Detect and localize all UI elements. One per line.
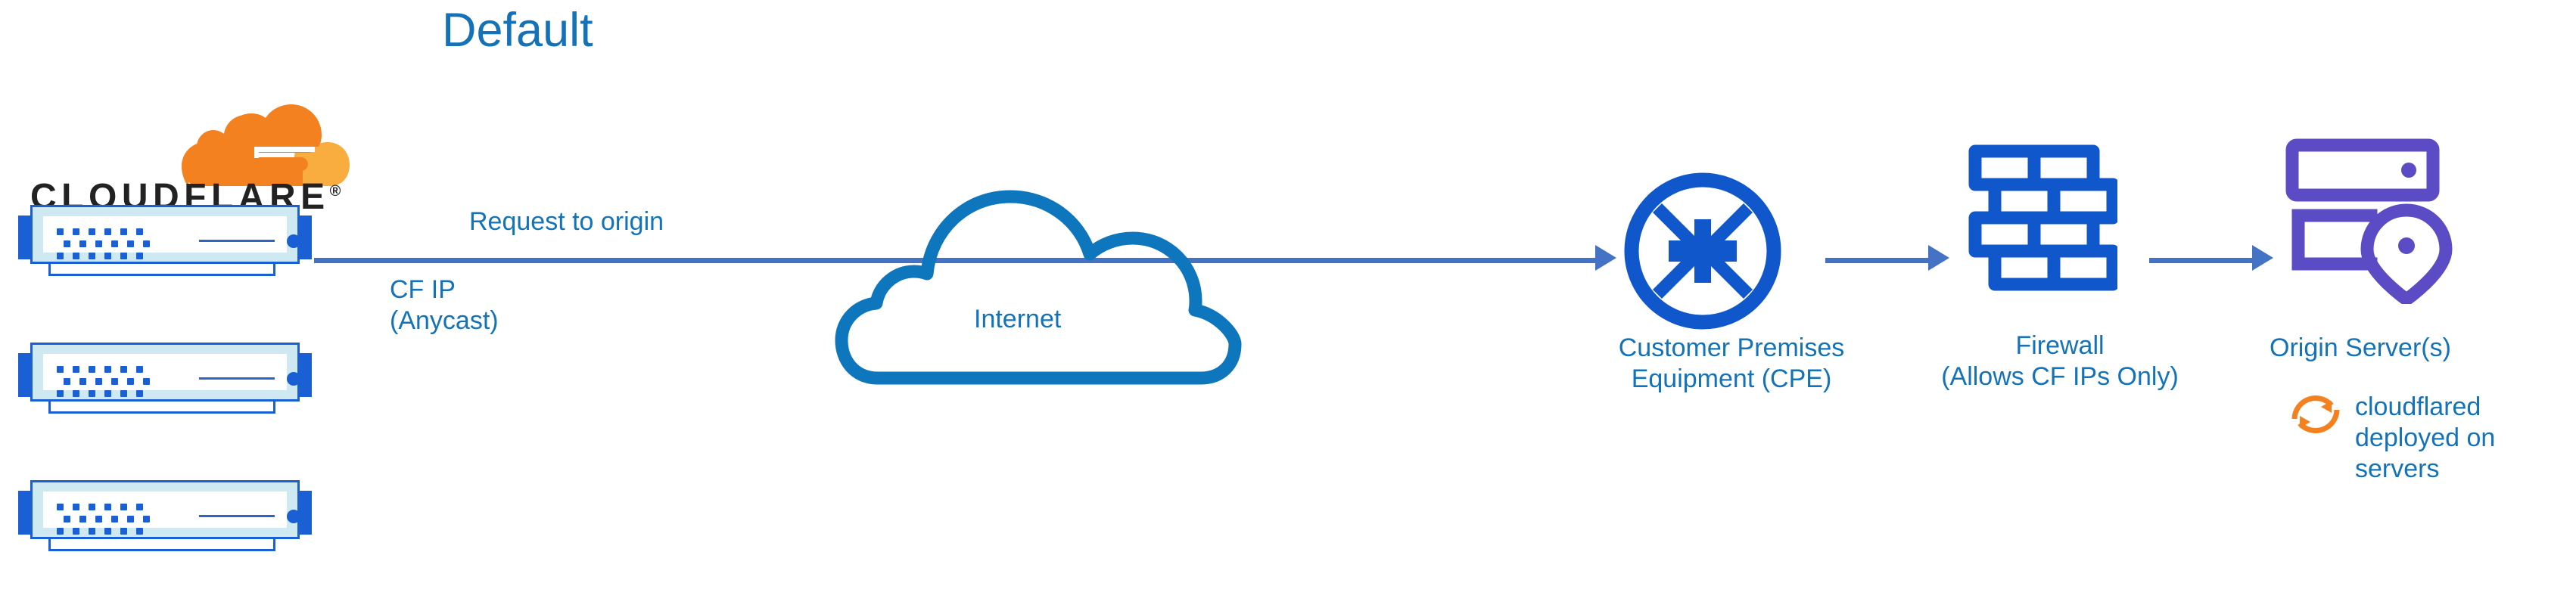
device-port-matrix [57, 366, 150, 402]
device-face [43, 354, 300, 397]
device-tab-right [297, 353, 312, 397]
arrowhead-cpe-to-firewall-icon [1928, 245, 1949, 271]
device-status-led [287, 234, 300, 248]
device-body [30, 343, 300, 402]
device-status-led [287, 372, 300, 386]
device-body [30, 480, 300, 539]
arrowhead-firewall-to-origin-icon [2252, 245, 2273, 271]
origin-server-label: Origin Server(s) [2270, 333, 2451, 362]
device-status-led [287, 510, 300, 523]
device-face [43, 216, 300, 259]
device-face [43, 492, 300, 535]
device-tab-right [297, 491, 312, 535]
firewall-label: Firewall (Allows CF IPs Only) [1941, 331, 2179, 391]
page-title: Default [442, 4, 593, 57]
cloudflare-cloud-logo-icon [182, 104, 350, 186]
internet-label: Internet [974, 305, 1062, 333]
device-slot-line [199, 377, 275, 380]
brick-wall-icon [1968, 144, 2117, 291]
cf-ip-anycast-label: CF IP (Anycast) [390, 275, 499, 335]
arrowhead-edge-to-cpe-icon [1595, 245, 1616, 271]
device-tab-left [18, 491, 33, 535]
device-port-matrix [57, 504, 150, 540]
device-tab-right [297, 216, 312, 259]
internet-cloud-icon [835, 190, 1242, 385]
device-body [30, 205, 300, 264]
device-tab-left [18, 353, 33, 397]
server-stack-location-pin-icon [2285, 138, 2453, 304]
connector-cpe-to-firewall [1825, 258, 1931, 263]
cloudflare-edge-server-3 [14, 476, 316, 551]
request-to-origin-label: Request to origin [469, 207, 664, 236]
cloudflare-edge-server-1 [14, 200, 316, 276]
router-expand-arrows-icon [1624, 172, 1781, 330]
cpe-label: Customer Premises Equipment (CPE) [1618, 333, 1845, 393]
cloudflare-edge-server-2 [14, 338, 316, 414]
cloudflare-logo: CLOUDFLARE® [30, 104, 350, 217]
circular-sync-arrows-icon [2291, 395, 2340, 433]
device-slot-line [199, 240, 275, 242]
device-tab-left [18, 216, 33, 259]
connector-firewall-to-origin [2149, 258, 2255, 263]
cloudflared-label: cloudflared deployed on servers [2355, 392, 2496, 483]
device-port-matrix [57, 228, 150, 265]
device-slot-line [199, 515, 275, 517]
connector-edge-to-cpe [314, 258, 1601, 263]
